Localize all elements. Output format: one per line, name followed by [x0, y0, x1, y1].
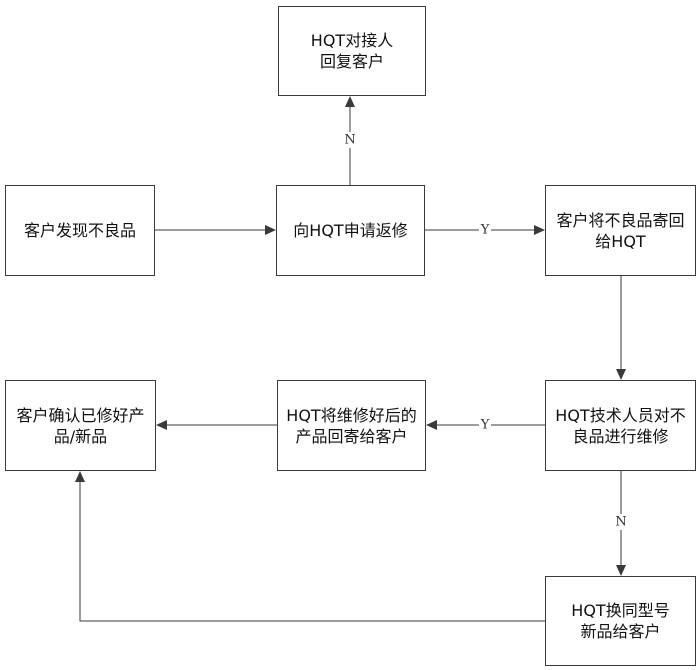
- connector-replace-confirm: [75, 471, 545, 622]
- connector-apply-reply: N: [344, 96, 356, 185]
- edge-label-apply-sendback: Y: [480, 223, 490, 238]
- connector-apply-sendback: Y: [425, 222, 545, 238]
- connector-repair-return: Y: [426, 417, 545, 433]
- connector-sendback-repair: [616, 276, 626, 380]
- node-hqt-reply-customer: HQT对接人 回复客户: [278, 6, 426, 96]
- connector-repair-replace: N: [615, 471, 627, 576]
- edge-label-repair-return: Y: [480, 418, 490, 433]
- node-customer-finds-defect: 客户发现不良品: [5, 185, 155, 276]
- node-apply-repair: 向HQT申请返修: [276, 185, 425, 276]
- node-customer-confirms: 客户确认已修好产 品/新品: [5, 380, 156, 471]
- edge-label-repair-replace: N: [615, 515, 626, 530]
- node-hqt-repairs: HQT技术人员对不 良品进行维修: [545, 380, 696, 471]
- node-customer-sends-back: 客户将不良品寄回 给HQT: [545, 185, 696, 276]
- node-hqt-replaces: HQT换同型号 新品给客户: [545, 576, 696, 666]
- connector-discover-apply: [155, 225, 276, 235]
- connector-return-confirm: [156, 420, 277, 430]
- node-hqt-returns-repaired: HQT将维修好后的 产品回寄给客户: [277, 380, 426, 471]
- edge-label-apply-reply: N: [344, 133, 355, 148]
